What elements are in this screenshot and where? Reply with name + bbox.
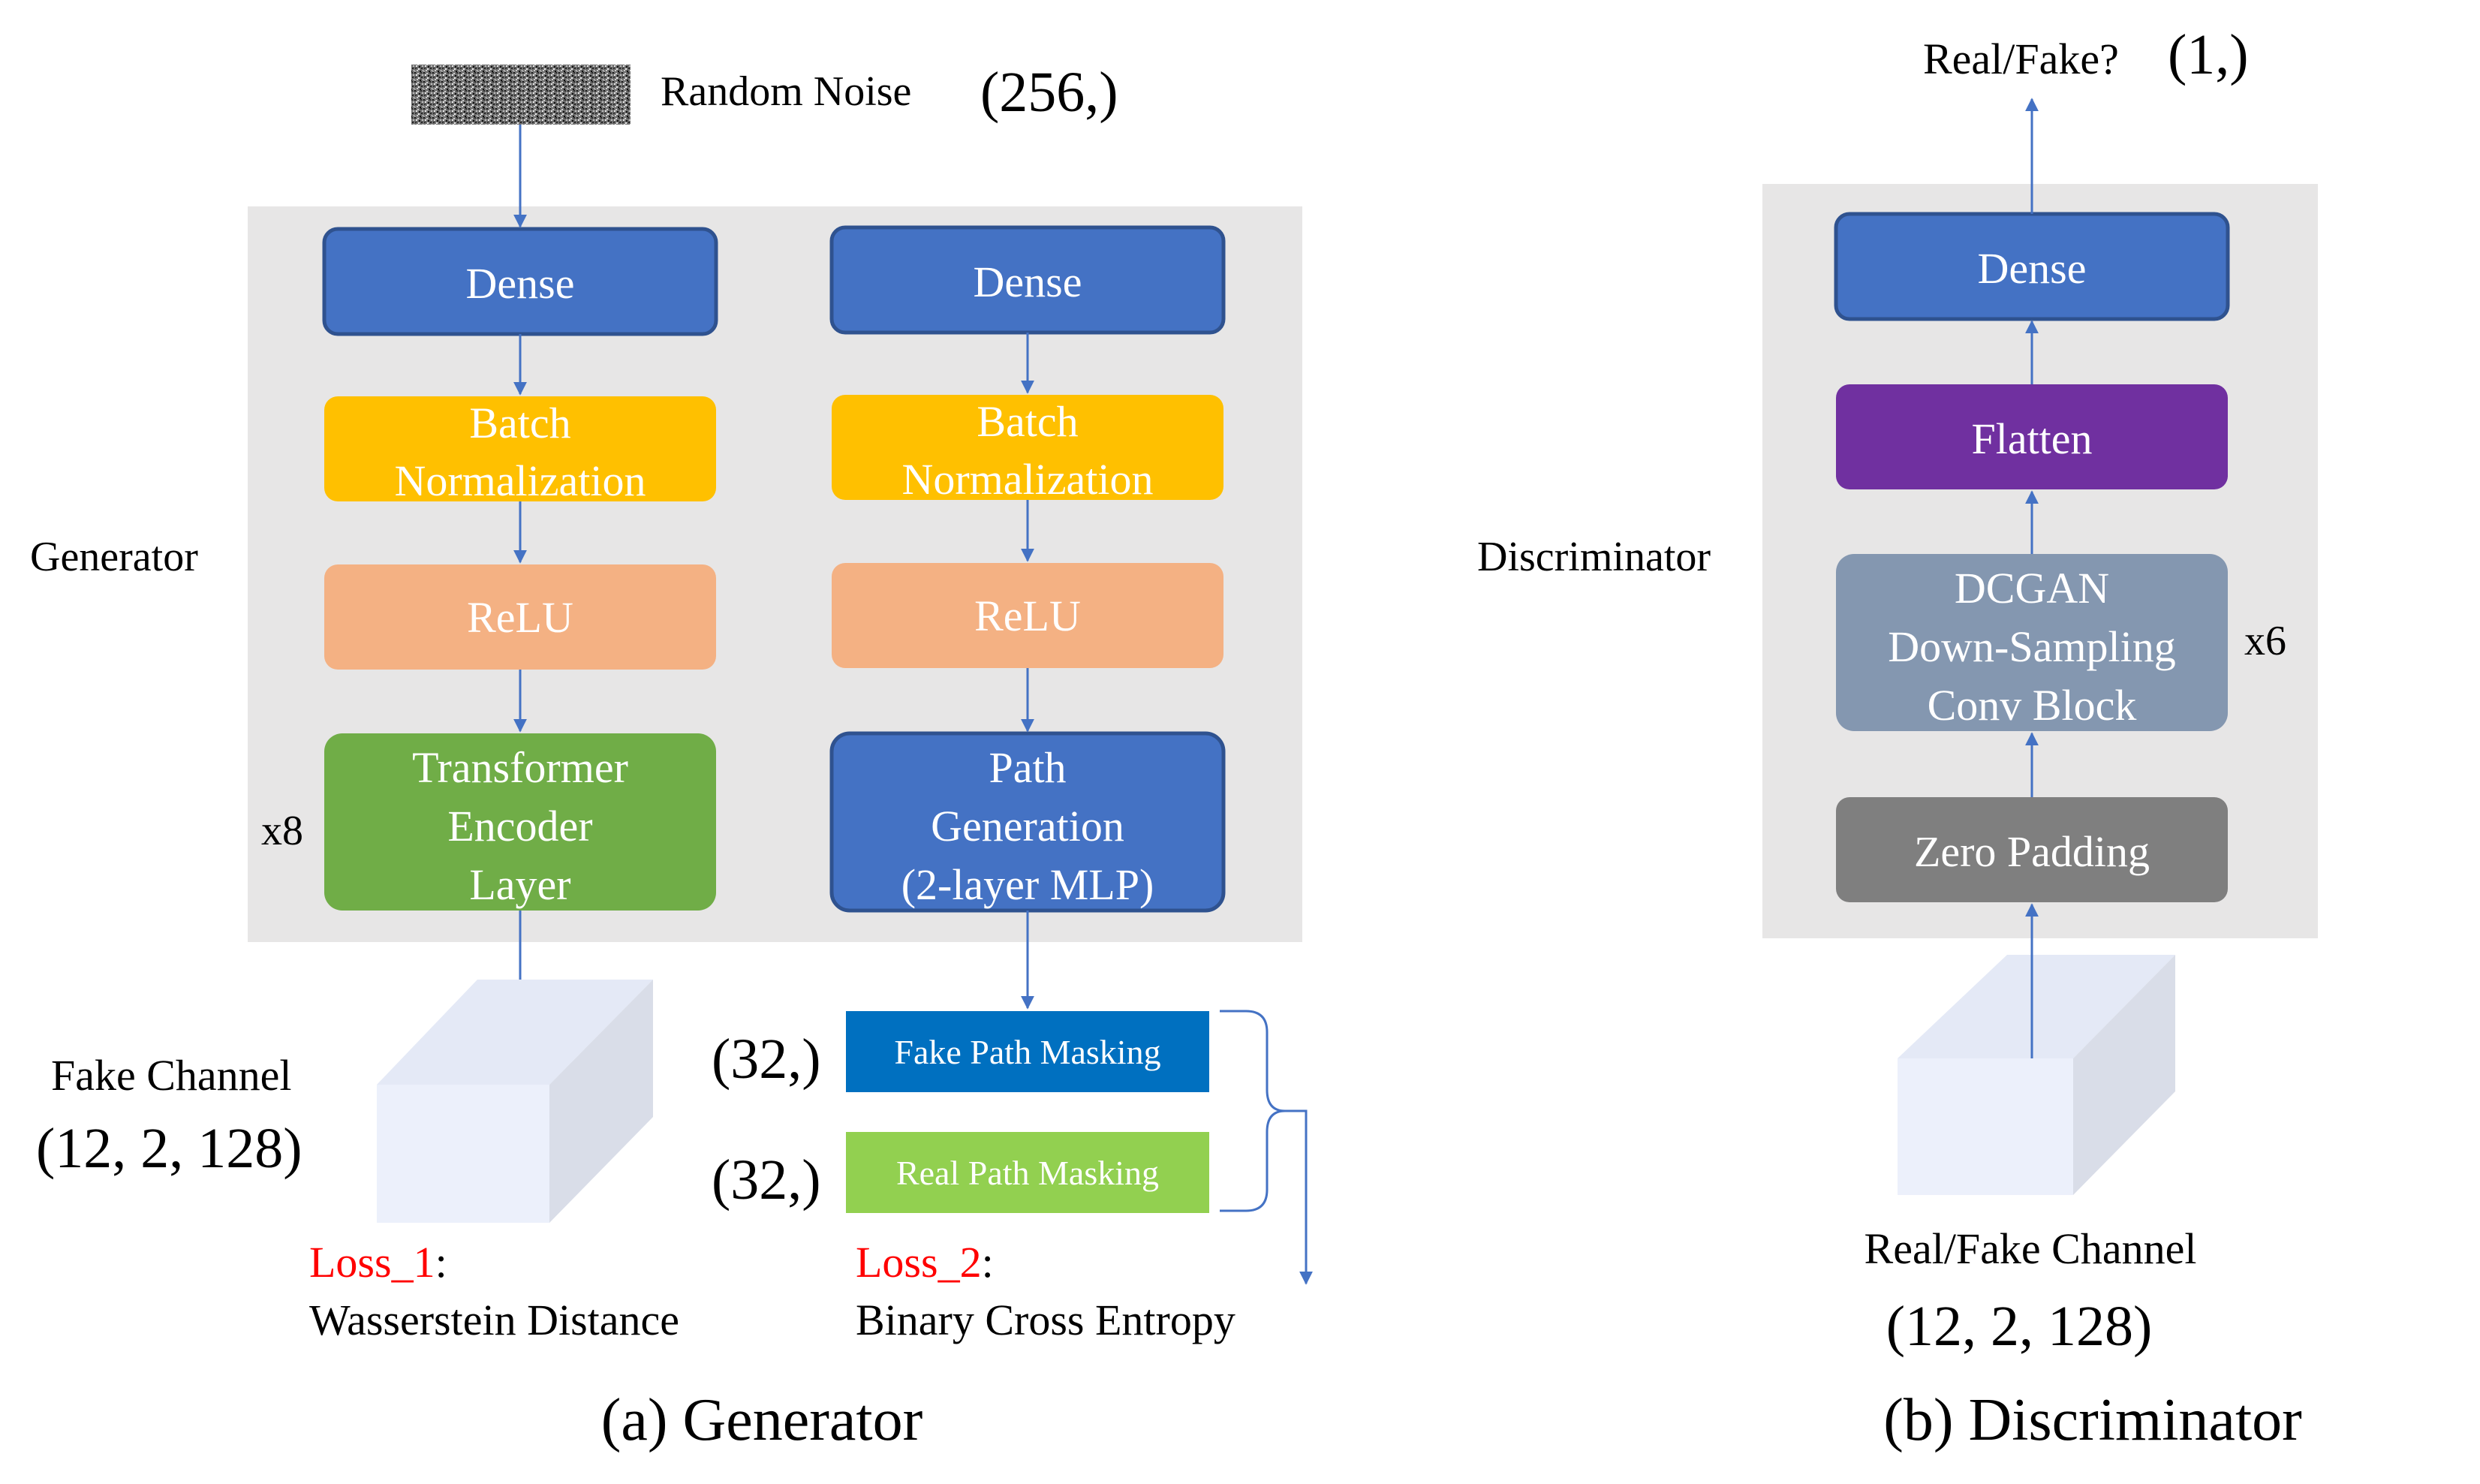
fake-channel-shape: (12, 2, 128) <box>36 1117 302 1180</box>
right-dense-label: Dense <box>974 257 1082 306</box>
disc-dense-label: Dense <box>1978 244 2087 293</box>
left-relu-label: ReLU <box>467 593 573 642</box>
transformer-label-3: Layer <box>469 860 570 909</box>
path-generation-label-2: Generation <box>931 802 1124 850</box>
real-fake-output-shape: (1,) <box>2168 23 2249 86</box>
left-relu-block <box>324 564 716 670</box>
real-path-masking-box <box>846 1132 1209 1213</box>
right-relu-label: ReLU <box>974 591 1081 640</box>
arrow-bracket-to-loss2 <box>1285 1109 1313 1285</box>
left-batchnorm-label-1: Batch <box>469 399 570 447</box>
generator-section: Random Noise (256,) Generator Dense Batc… <box>30 61 1313 1453</box>
random-noise-label: Random Noise <box>661 68 911 115</box>
dcgan-label-1: DCGAN <box>1955 564 2109 613</box>
loss1-name: Loss_1 <box>309 1238 435 1287</box>
loss1-description: Wasserstein Distance <box>309 1296 679 1344</box>
dcgan-label-3: Conv Block <box>1928 681 2137 730</box>
transformer-encoder-block <box>324 733 716 911</box>
zero-padding-block <box>1836 797 2228 902</box>
path-generation-label-1: Path <box>989 743 1066 792</box>
loss2-description: Binary Cross Entropy <box>856 1296 1235 1344</box>
transformer-repeat-label: x8 <box>261 808 303 854</box>
path-generation-label-3: (2-layer MLP) <box>901 860 1154 909</box>
real-mask-shape: (32,) <box>712 1148 821 1212</box>
real-fake-channel-label: Real/Fake Channel <box>1865 1224 2197 1273</box>
noise-image <box>411 65 631 125</box>
flatten-label: Flatten <box>1971 414 2092 463</box>
real-fake-output-label: Real/Fake? <box>1923 35 2119 83</box>
loss1-colon: : <box>435 1238 447 1287</box>
loss2-text: Loss_2: <box>856 1238 994 1287</box>
left-batchnorm-block <box>324 396 716 501</box>
loss2-name: Loss_2 <box>856 1238 982 1287</box>
dcgan-label-2: Down-Sampling <box>1888 622 2175 671</box>
left-batchnorm-label-2: Normalization <box>394 456 646 505</box>
right-batchnorm-block <box>832 395 1223 500</box>
fake-channel-cube <box>377 980 653 1223</box>
generator-caption: (a) Generator <box>601 1387 923 1453</box>
fake-path-masking-label: Fake Path Masking <box>894 1033 1160 1071</box>
generator-side-label: Generator <box>30 534 198 580</box>
fake-channel-label: Fake Channel <box>51 1051 292 1100</box>
fake-mask-shape: (32,) <box>712 1028 821 1091</box>
loss1-text: Loss_1: <box>309 1238 447 1287</box>
real-fake-channel-shape: (12, 2, 128) <box>1886 1295 2153 1358</box>
real-path-masking-label: Real Path Masking <box>896 1154 1159 1192</box>
transformer-label-1: Transformer <box>412 743 628 792</box>
transformer-label-2: Encoder <box>447 802 592 850</box>
loss2-colon: : <box>982 1238 994 1287</box>
dcgan-repeat-label: x6 <box>2244 618 2286 664</box>
mask-bracket <box>1220 1010 1286 1212</box>
generator-arrows <box>513 125 1034 1032</box>
flatten-block <box>1836 384 2228 489</box>
right-batchnorm-label-2: Normalization <box>901 455 1153 504</box>
discriminator-caption: (b) Discriminator <box>1883 1387 2302 1453</box>
dcgan-block <box>1836 554 2228 731</box>
right-batchnorm-label-1: Batch <box>977 397 1078 446</box>
right-relu-block <box>832 563 1223 668</box>
left-dense-label: Dense <box>466 259 575 308</box>
fake-path-masking-box <box>846 1011 1209 1092</box>
noise-shape-label: (256,) <box>980 61 1118 124</box>
zero-padding-label: Zero Padding <box>1914 827 2150 876</box>
discriminator-side-label: Discriminator <box>1477 534 1711 580</box>
discriminator-section: Real/Fake? (1,) Discriminator Dense Flat… <box>1477 23 2318 1453</box>
real-fake-channel-cube <box>1898 955 2175 1195</box>
